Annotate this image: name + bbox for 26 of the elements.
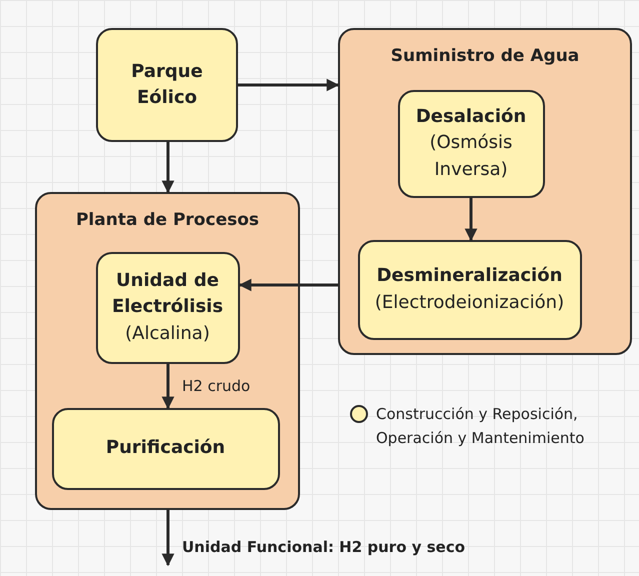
arrow [162, 510, 174, 566]
arrow [162, 142, 174, 194]
process-box [398, 90, 544, 198]
group-box [35, 192, 300, 510]
process-box [96, 28, 238, 142]
legend-text: Construcción y Reposición, Operación y Mantenimiento [376, 404, 586, 449]
arrow [238, 278, 338, 292]
group-box [338, 28, 632, 355]
node-title: Desalación [416, 105, 526, 130]
process-box [358, 240, 582, 340]
arrow [162, 364, 174, 410]
node-title: Suministro de Agua [390, 45, 580, 68]
process-box [52, 408, 280, 490]
node-title: Unidad de Electrólisis [112, 269, 224, 320]
node-subtitle: (Electrodeionización) [374, 290, 564, 314]
edge-label: H2 crudo [181, 377, 252, 395]
edge-label: Unidad Funcional: H2 puro y seco [181, 538, 466, 556]
node-subtitle: (Osmósis Inversa) [428, 131, 514, 182]
node-title: Desmineralización [376, 264, 562, 288]
arrow [238, 78, 340, 92]
node-title: Purificación [106, 436, 226, 460]
node-title: Planta de Procesos [76, 209, 260, 232]
node-subtitle: (Alcalina) [125, 322, 210, 346]
node-title: Parque Eólico [130, 60, 204, 110]
process-box [96, 252, 240, 364]
arrow [464, 198, 478, 242]
